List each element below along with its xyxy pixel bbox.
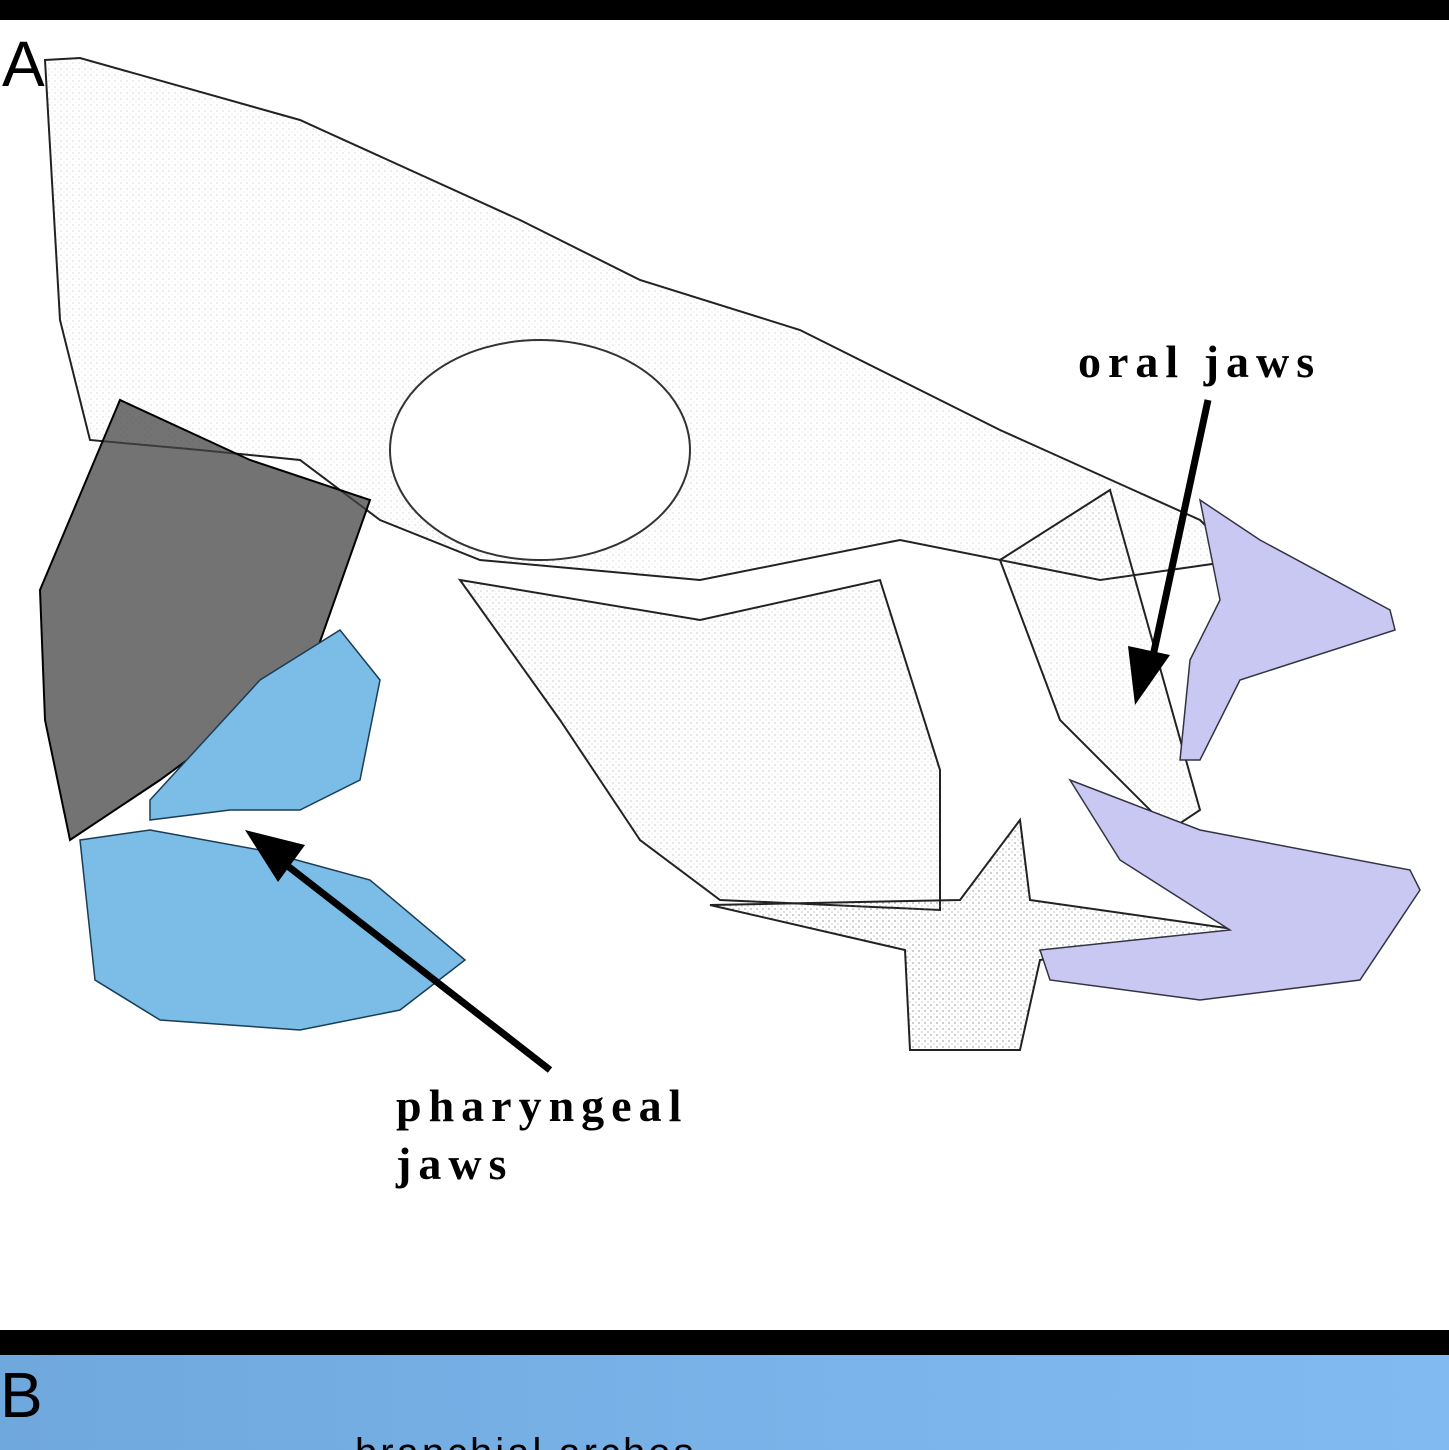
skull-illustration — [38, 56, 1421, 1073]
panel-b: B branchial arches — [0, 1355, 1449, 1450]
orbit — [389, 339, 691, 561]
premaxilla — [1179, 498, 1396, 761]
pharyngeal-jaws-label-line1: pharyngeal — [396, 1080, 689, 1131]
branchial-arches-label: branchial arches — [355, 1433, 697, 1450]
lower-pharyngeal-jaw — [79, 829, 467, 1031]
pharyngeal-jaws-label-line2: jaws — [396, 1138, 514, 1189]
maxilla — [998, 488, 1202, 832]
pharyngeal-jaws-arrow — [245, 830, 553, 1073]
oral-jaws-label: oral jaws — [1078, 336, 1322, 387]
panel-b-letter: B — [0, 1359, 43, 1431]
suspensorium — [457, 578, 941, 912]
panel-a: A oral jaws pharyngeal jaws — [0, 20, 1449, 1330]
upper-pharyngeal-jaw — [149, 629, 381, 821]
panel-a-letter: A — [2, 28, 45, 100]
oral-jaws-arrow — [1128, 399, 1212, 705]
dentary — [1038, 778, 1421, 1001]
